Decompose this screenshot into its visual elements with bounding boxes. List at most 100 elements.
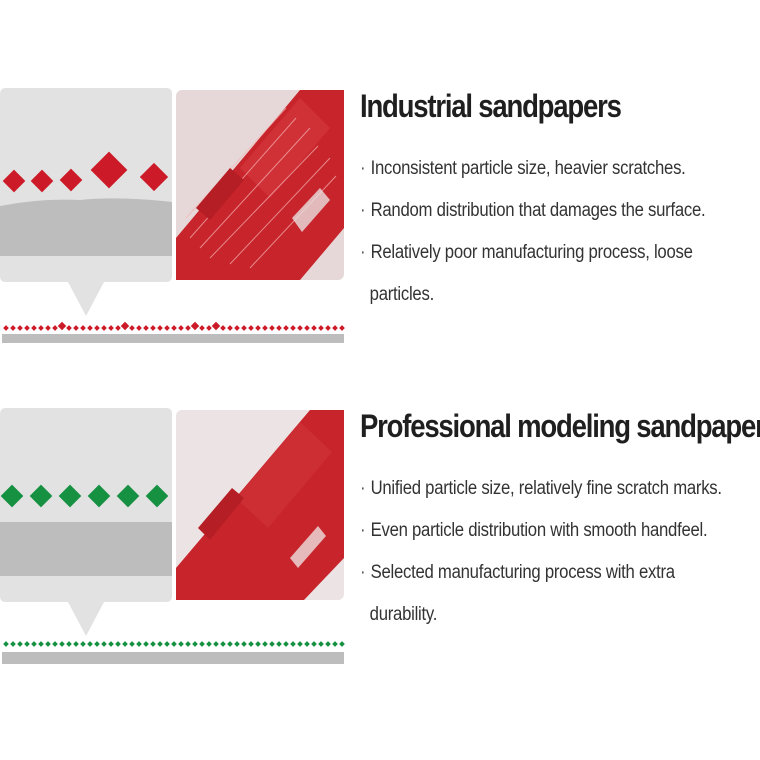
grain: [332, 641, 338, 647]
grain: [94, 641, 100, 647]
bullet-dot: ·: [360, 200, 366, 221]
grain: [283, 641, 289, 647]
grain: [101, 325, 107, 331]
bullet-item: ·Selected manufacturing process with ext…: [360, 562, 675, 583]
grain: [164, 641, 170, 647]
grain: [157, 641, 163, 647]
industrial-base-strip: [2, 334, 344, 343]
grain: [10, 325, 16, 331]
grain: [199, 325, 205, 331]
bullet-item: ·Unified particle size, relatively fine …: [360, 478, 722, 499]
grain: [178, 325, 184, 331]
grain: [80, 325, 86, 331]
grain: [101, 641, 107, 647]
grain: [122, 641, 128, 647]
grain: [45, 325, 51, 331]
grain: [290, 641, 296, 647]
bullet-dot: ·: [360, 562, 366, 583]
grain: [199, 641, 205, 647]
grain: [192, 641, 198, 647]
grain: [211, 321, 221, 331]
bullet-continuation: particles.: [369, 284, 435, 305]
grain: [31, 325, 37, 331]
grain: [150, 325, 156, 331]
grain: [325, 641, 331, 647]
grain: [325, 325, 331, 331]
section-title-professional: Professional modeling sandpapers: [360, 408, 760, 444]
grain: [227, 641, 233, 647]
grain: [227, 325, 233, 331]
grain: [178, 641, 184, 647]
grain: [73, 325, 79, 331]
bullet-item: ·Even particle distribution with smooth …: [360, 520, 708, 541]
bullet-item: ·Inconsistent particle size, heavier scr…: [360, 158, 686, 179]
grain: [339, 641, 345, 647]
grain: [38, 641, 44, 647]
grain: [87, 641, 93, 647]
grain: [108, 641, 114, 647]
grain: [220, 641, 226, 647]
grain: [248, 641, 254, 647]
grain: [304, 325, 310, 331]
industrial-section: Industrial sandpapers ·Inconsistent part…: [0, 88, 760, 358]
grain: [234, 325, 240, 331]
grain: [143, 641, 149, 647]
grain: [318, 325, 324, 331]
grain: [297, 325, 303, 331]
grain: [129, 641, 135, 647]
bullet-item: ·Random distribution that damages the su…: [360, 200, 706, 221]
grain: [10, 641, 16, 647]
grain: [115, 641, 121, 647]
grain: [213, 641, 219, 647]
professional-diagram: [0, 408, 350, 670]
grain: [311, 325, 317, 331]
bullet-dot: ·: [360, 242, 366, 263]
grain: [73, 641, 79, 647]
grain: [262, 325, 268, 331]
grain: [66, 641, 72, 647]
grain: [24, 325, 30, 331]
grain: [150, 641, 156, 647]
professional-bullet-list: ·Unified particle size, relatively fine …: [360, 468, 760, 636]
industrial-diagram: [0, 88, 350, 350]
grain: [339, 325, 345, 331]
grain: [248, 325, 254, 331]
grain: [276, 641, 282, 647]
grain: [290, 325, 296, 331]
bullet-item: ·Relatively poor manufacturing process, …: [360, 242, 693, 263]
industrial-zoom-surface: [0, 198, 172, 256]
professional-zoom-surface: [0, 522, 172, 576]
section-title-industrial: Industrial sandpapers: [360, 88, 622, 124]
grain: [206, 325, 212, 331]
grain: [129, 325, 135, 331]
industrial-base-grains: [3, 321, 345, 331]
grain: [52, 641, 58, 647]
professional-section: Professional modeling sandpapers ·Unifie…: [0, 408, 760, 678]
grain: [115, 325, 121, 331]
grain: [136, 641, 142, 647]
grain: [255, 325, 261, 331]
grain: [171, 641, 177, 647]
grain: [269, 641, 275, 647]
grain: [171, 325, 177, 331]
professional-photo: [176, 410, 344, 600]
bullet-dot: ·: [360, 478, 366, 499]
grain: [24, 641, 30, 647]
bullet-dot: ·: [360, 520, 366, 541]
professional-base-grains: [3, 641, 345, 647]
grain: [332, 325, 338, 331]
grain: [17, 641, 23, 647]
grain: [311, 641, 317, 647]
grain: [241, 641, 247, 647]
grain: [255, 641, 261, 647]
grain: [283, 325, 289, 331]
grain: [185, 641, 191, 647]
grain: [120, 321, 130, 331]
grain: [136, 325, 142, 331]
grain: [3, 325, 9, 331]
grain: [57, 321, 67, 331]
grain: [31, 641, 37, 647]
professional-base-strip: [2, 652, 344, 664]
grain: [206, 641, 212, 647]
grain: [17, 325, 23, 331]
